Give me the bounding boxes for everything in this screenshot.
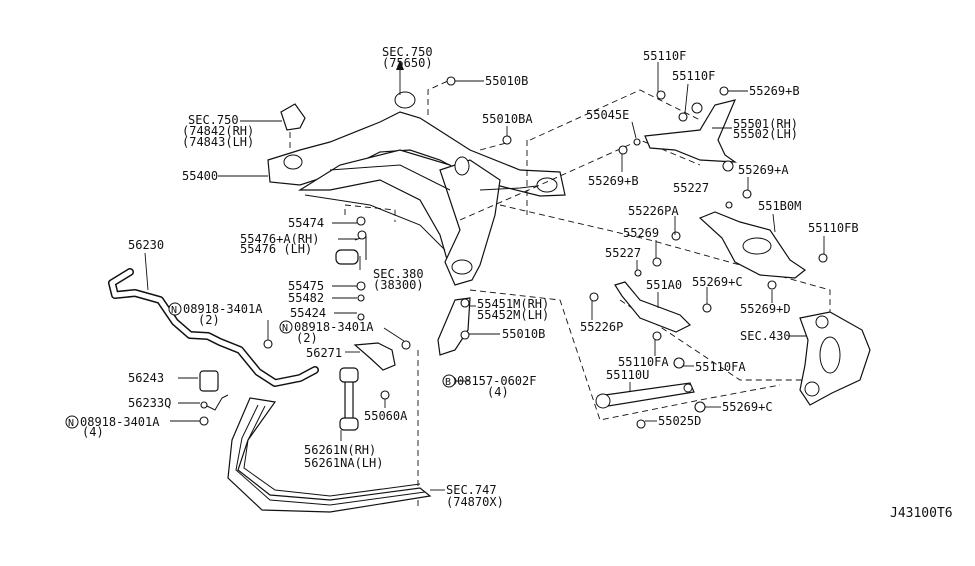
n-marker: N bbox=[68, 418, 74, 429]
label-55110u[interactable]: 55110U bbox=[606, 368, 649, 382]
rear-knuckle[interactable] bbox=[799, 311, 871, 406]
label-sec380-ref: (38300) bbox=[373, 278, 424, 292]
b-marker: B bbox=[445, 377, 451, 388]
label-sec750-top[interactable]: SEC.750 bbox=[382, 45, 433, 59]
diff-mount bbox=[335, 235, 367, 265]
label-qty: (2) bbox=[198, 313, 220, 327]
label-55045e[interactable]: 55045E bbox=[586, 108, 629, 122]
label-55060a[interactable]: 55060A bbox=[364, 409, 408, 423]
label-551b0m[interactable]: 551B0M bbox=[758, 199, 801, 213]
label-qty: (2) bbox=[296, 331, 318, 345]
label-55010b[interactable]: 55010B bbox=[485, 74, 528, 88]
label-55476a-rh[interactable]: 55476+A(RH) bbox=[240, 232, 319, 246]
label-55269[interactable]: 55269 bbox=[623, 226, 659, 240]
label-55476-lh[interactable]: 55476 (LH) bbox=[240, 242, 312, 256]
label-55269b[interactable]: 55269+B bbox=[588, 174, 639, 188]
label-55110fb[interactable]: 55110FB bbox=[808, 221, 859, 235]
label-55501rh[interactable]: 55501(RH) bbox=[733, 117, 798, 131]
callout-labels: SEC.750 (75650) 55010B SEC.750 (74842(RH… bbox=[80, 45, 953, 521]
label-55482[interactable]: 55482 bbox=[288, 291, 324, 305]
label-sec380[interactable]: SEC.380 bbox=[373, 267, 424, 281]
label-74842: (74842(RH) bbox=[182, 124, 254, 138]
label-55110f[interactable]: 55110F bbox=[643, 49, 686, 63]
label-55475[interactable]: 55475 bbox=[288, 279, 324, 293]
label-55269a[interactable]: 55269+A bbox=[738, 163, 789, 177]
label-551a0[interactable]: 551A0 bbox=[646, 278, 682, 292]
label-08918-3401a[interactable]: 08918-3401A bbox=[183, 302, 263, 316]
label-55269d[interactable]: 55269+D bbox=[740, 302, 791, 316]
label-sec750-left[interactable]: SEC.750 bbox=[188, 113, 239, 127]
label-55227[interactable]: 55227 bbox=[605, 246, 641, 260]
label-74843: (74843(LH) bbox=[182, 135, 254, 149]
label-55110fa[interactable]: 55110FA bbox=[695, 360, 746, 374]
label-08918-3401a[interactable]: 08918-3401A bbox=[294, 320, 374, 334]
diagram-id: J43100T6 bbox=[890, 506, 953, 521]
label-sec747[interactable]: SEC.747 bbox=[446, 483, 497, 497]
n-marker: N bbox=[282, 323, 288, 334]
lower-arm[interactable] bbox=[698, 211, 807, 279]
label-55226pa[interactable]: 55226PA bbox=[628, 204, 679, 218]
label-56243[interactable]: 56243 bbox=[128, 371, 164, 385]
label-55110f[interactable]: 55110F bbox=[672, 69, 715, 83]
link-551a0[interactable] bbox=[614, 281, 692, 333]
rear-subframe[interactable] bbox=[267, 91, 566, 286]
label-55502lh[interactable]: 55502(LH) bbox=[733, 127, 798, 141]
label-56233q[interactable]: 56233Q bbox=[128, 396, 171, 410]
label-55110fa[interactable]: 55110FA bbox=[618, 355, 669, 369]
bushing-clamp[interactable] bbox=[204, 394, 229, 411]
stabilizer-bushing[interactable] bbox=[199, 370, 219, 392]
label-56261n[interactable]: 56261N(RH) bbox=[304, 443, 376, 457]
label-55269c[interactable]: 55269+C bbox=[692, 275, 743, 289]
label-56230[interactable]: 56230 bbox=[128, 238, 164, 252]
prefix-markers: N N B N bbox=[65, 302, 456, 429]
label-55451m[interactable]: 55451M(RH) bbox=[477, 297, 549, 311]
label-55452m[interactable]: 55452M(LH) bbox=[477, 308, 549, 322]
link-55110u[interactable] bbox=[595, 382, 695, 409]
upper-link-arm[interactable] bbox=[644, 99, 738, 172]
arm-bracket[interactable] bbox=[437, 297, 471, 356]
label-55227[interactable]: 55227 bbox=[673, 181, 709, 195]
label-55400[interactable]: 55400 bbox=[182, 169, 218, 183]
label-55269c[interactable]: 55269+C bbox=[722, 400, 773, 414]
label-08918-3401a[interactable]: 08918-3401A bbox=[80, 415, 160, 429]
label-sec747-ref: (74870X) bbox=[446, 495, 504, 509]
stabilizer-bar-inner bbox=[109, 269, 318, 386]
label-55474[interactable]: 55474 bbox=[288, 216, 324, 230]
label-55010b[interactable]: 55010B bbox=[502, 327, 545, 341]
stabilizer-connecting-rod[interactable] bbox=[339, 367, 359, 431]
label-56261na[interactable]: 56261NA(LH) bbox=[304, 456, 383, 470]
label-sec430[interactable]: SEC.430 bbox=[740, 329, 791, 343]
label-56271[interactable]: 56271 bbox=[306, 346, 342, 360]
mount-bracket bbox=[280, 103, 306, 131]
leader-lines bbox=[144, 62, 825, 491]
label-55025d[interactable]: 55025D bbox=[658, 414, 701, 428]
label-55010ba[interactable]: 55010BA bbox=[482, 112, 533, 126]
label-55226p[interactable]: 55226P bbox=[580, 320, 623, 334]
label-sec750-top-ref: (75650) bbox=[382, 56, 433, 70]
label-qty: (4) bbox=[487, 385, 509, 399]
n-marker: N bbox=[171, 305, 177, 316]
heat-shield bbox=[227, 397, 432, 513]
label-qty: (4) bbox=[82, 425, 104, 439]
label-08157-0602f[interactable]: 08157-0602F bbox=[457, 374, 536, 388]
label-55269b[interactable]: 55269+B bbox=[749, 84, 800, 98]
label-55424[interactable]: 55424 bbox=[290, 306, 326, 320]
stabilizer-bracket[interactable] bbox=[353, 342, 396, 371]
arrow-up-icon bbox=[396, 60, 404, 70]
